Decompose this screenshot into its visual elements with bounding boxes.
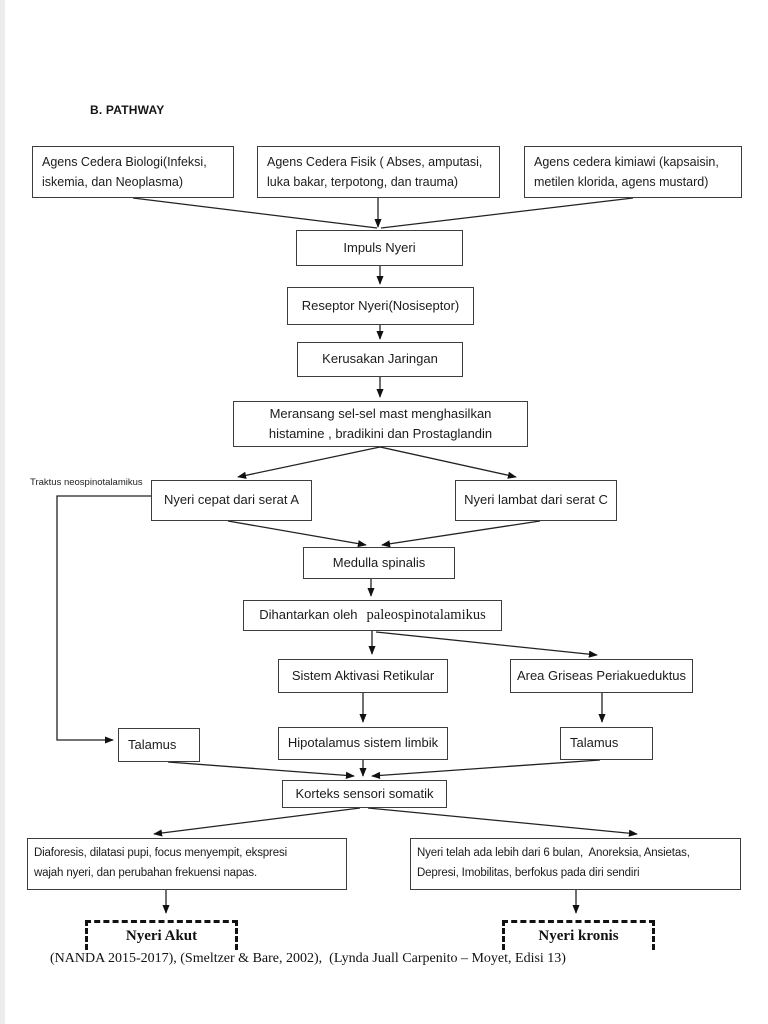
node-kerusakan-jaringan: Kerusakan Jaringan [297,342,463,377]
node-tanda-nyeri-akut: Diaforesis, dilatasi pupi, focus menyemp… [27,838,347,890]
node-nyeri-akut: Nyeri Akut [85,920,238,950]
node-agens-cedera-kimiawi: Agens cedera kimiawi (kapsaisin, metilen… [524,146,742,198]
node-sistem-aktivasi-retikular: Sistem Aktivasi Retikular [278,659,448,693]
node-area-griseas-periakueduktus: Area Griseas Periakueduktus [510,659,693,693]
node-nyeri-cepat-serat-a: Nyeri cepat dari serat A [151,480,312,521]
citation-references: (NANDA 2015-2017), (Smeltzer & Bare, 200… [50,951,566,966]
node-nyeri-kronis: Nyeri kronis [502,920,655,950]
node-talamus-left: Talamus [118,728,200,762]
node-reseptor-nyeri: Reseptor Nyeri(Nosiseptor) [287,287,474,325]
node-dihantarkan-term: paleospinotalamikus [366,606,486,623]
node-korteks-sensori-somatik: Korteks sensori somatik [282,780,447,808]
node-hipotalamus-sistem-limbik: Hipotalamus sistem limbik [278,727,448,760]
node-medulla-spinalis: Medulla spinalis [303,547,455,579]
node-dihantarkan-prefix: Dihantarkan oleh [259,607,358,623]
node-talamus-right: Talamus [560,727,653,760]
node-impuls-nyeri: Impuls Nyeri [296,230,463,266]
edge-label-traktus-neospinotalamikus: Traktus neospinotalamikus [30,477,143,488]
node-dihantarkan-paleospinotalamikus: Dihantarkan oleh paleospinotalamikus [243,600,502,631]
scan-page-edge [0,0,5,1024]
node-agens-cedera-fisik: Agens Cedera Fisik ( Abses, amputasi, lu… [257,146,500,198]
node-nyeri-lambat-serat-c: Nyeri lambat dari serat C [455,480,617,521]
node-meransang-sel-mast: Meransang sel-sel mast menghasilkan hist… [233,401,528,447]
node-agens-cedera-biologi: Agens Cedera Biologi(Infeksi, iskemia, d… [32,146,234,198]
section-heading: B. PATHWAY [90,103,165,117]
node-tanda-nyeri-kronis: Nyeri telah ada lebih dari 6 bulan, Anor… [410,838,741,890]
